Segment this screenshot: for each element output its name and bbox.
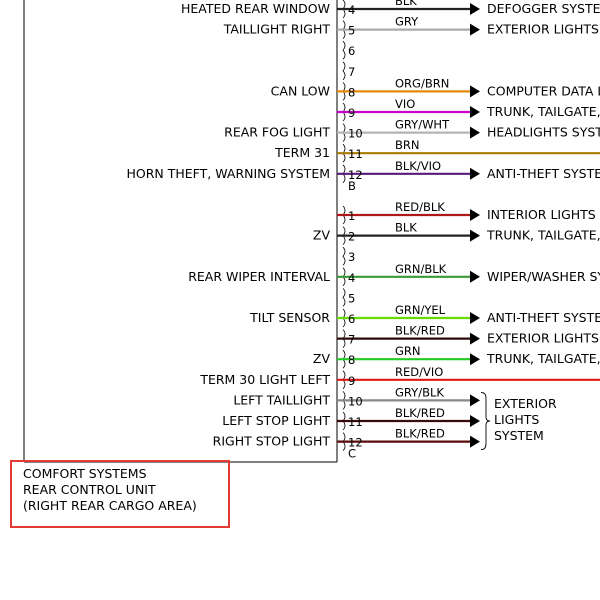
wire-color-code: VIO	[395, 97, 415, 111]
wire-color-code: BLK	[395, 0, 417, 8]
wire-arrow	[470, 85, 480, 98]
wire-arrow	[470, 353, 480, 366]
pin-number: 4	[348, 3, 355, 17]
pin-bracket	[342, 61, 346, 81]
destination-label: DEFOGGER SYSTEM	[487, 1, 600, 16]
text-group: 4 HEATED REAR WINDOW BLK DEFOGGER SYSTEM 5 TA…	[126, 0, 600, 461]
wire-arrow	[470, 23, 480, 36]
wire-group	[337, 3, 600, 451]
wire-color-code: GRN	[395, 344, 421, 358]
circuit-label: HEATED REAR WINDOW	[181, 1, 330, 16]
pin-number: 1	[348, 209, 355, 223]
destination-label: EXTERIOR LIGHTS	[487, 22, 599, 37]
wire-color-code: GRN/YEL	[395, 303, 446, 317]
pin-number: 8	[348, 85, 355, 99]
pin-bracket	[342, 40, 346, 60]
pin-number: 5	[348, 291, 355, 305]
pin-number: 5	[348, 24, 355, 38]
wire-color-code: RED/BLK	[395, 200, 445, 214]
wire-color-code: GRY/BLK	[395, 385, 444, 399]
pin-number: 4	[348, 271, 355, 285]
wire-arrow	[470, 229, 480, 242]
wire-arrow	[470, 332, 480, 345]
pin-bracket	[342, 288, 346, 307]
connector-label: B	[348, 179, 356, 193]
circuit-label: HORN THEFT, WARNING SYSTEM	[126, 166, 330, 181]
wire-color-code: BLK/RED	[395, 427, 445, 441]
destination-label: ANTI-THEFT SYSTEM	[487, 310, 600, 325]
pin-number: 12	[348, 168, 363, 182]
circuit-label: CAN LOW	[271, 83, 330, 98]
pin-number: 8	[348, 353, 355, 367]
destination-label: INTERIOR LIGHTS SYSTEM	[487, 207, 600, 222]
title-box-border	[10, 460, 230, 528]
wire-color-code: BRN	[395, 138, 419, 152]
circuit-label: ZV	[313, 351, 331, 366]
pin-bracket	[342, 246, 346, 266]
circuit-label: RIGHT STOP LIGHT	[213, 434, 331, 449]
pin-number: 9	[348, 106, 355, 120]
destination-label: ANTI-THEFT SYSTEM	[487, 166, 600, 181]
group-destination-label: LIGHTS	[494, 412, 539, 427]
wire-arrow	[470, 415, 480, 427]
circuit-label: TILT SENSOR	[249, 310, 330, 325]
wire-arrow	[470, 209, 480, 221]
pin-number: 7	[348, 65, 355, 79]
group-destination-label: SYSTEM	[494, 428, 544, 443]
group-destination-label: EXTERIOR	[494, 396, 557, 411]
wire-color-code: BLK/RED	[395, 324, 445, 338]
pin-number: 9	[348, 374, 355, 388]
wire-arrow	[470, 312, 480, 324]
wire-color-code: BLK/RED	[395, 406, 445, 420]
circuit-label: REAR FOG LIGHT	[224, 125, 330, 140]
wire-color-code: BLK/VIO	[395, 159, 441, 173]
pin-number: 6	[348, 312, 355, 326]
title-box: COMFORT SYSTEMS REAR CONTROL UNIT (RIGHT…	[10, 460, 230, 528]
wire-arrow	[470, 394, 480, 407]
wire-arrow	[470, 167, 480, 180]
pin-number: 7	[348, 333, 355, 347]
circuit-label: LEFT STOP LIGHT	[222, 413, 330, 428]
title-line-1: COMFORT SYSTEMS	[23, 466, 147, 481]
destination-label: HEADLIGHTS SYSTEM	[487, 125, 600, 140]
title-line-3: (RIGHT REAR CARGO AREA)	[23, 498, 197, 513]
pin-number: 10	[348, 127, 363, 141]
circuit-label: REAR WIPER INTERVAL	[188, 269, 330, 284]
wire-arrow	[470, 3, 480, 15]
destination-label: TRUNK, TAILGATE, FUEL DOOR	[486, 351, 600, 366]
wire-arrow	[470, 270, 480, 283]
title-line-2: REAR CONTROL UNIT	[23, 482, 156, 497]
circuit-label: TERM 31	[274, 145, 330, 160]
wire-color-code: BLK	[395, 221, 417, 235]
pin-number: 6	[348, 44, 355, 58]
circuit-label: LEFT TAILLIGHT	[233, 392, 330, 407]
wire-arrow	[470, 126, 480, 139]
connector-label: C	[348, 447, 356, 461]
circuit-label: TERM 30 LIGHT LEFT	[199, 372, 330, 387]
destination-label: TRUNK, TAILGATE, FUEL DOOR	[486, 228, 600, 243]
destination-label: TRUNK, TAILGATE, FUEL DOOR	[486, 104, 600, 119]
wire-color-code: ORG/BRN	[395, 76, 449, 90]
destination-label: COMPUTER DATA LINES	[487, 83, 600, 98]
pin-number: 11	[348, 415, 363, 429]
pin-number: 12	[348, 436, 363, 450]
destination-label: WIPER/WASHER SYSTEM	[487, 269, 600, 284]
pin-number: 10	[348, 394, 363, 408]
pin-number: 3	[348, 250, 355, 264]
wire-color-code: GRN/BLK	[395, 262, 447, 276]
wire-color-code: GRY	[395, 15, 419, 29]
pin-number: 11	[348, 147, 363, 161]
wire-color-code: GRY/WHT	[395, 118, 450, 132]
circuit-label: ZV	[313, 228, 331, 243]
wire-color-code: RED/VIO	[395, 365, 443, 379]
destination-label: EXTERIOR LIGHTS	[487, 331, 599, 346]
circuit-label: TAILLIGHT RIGHT	[223, 22, 331, 37]
wire-arrow	[470, 435, 480, 448]
pin-number: 2	[348, 230, 355, 244]
wire-arrow	[470, 106, 480, 118]
group-brace	[480, 391, 491, 451]
